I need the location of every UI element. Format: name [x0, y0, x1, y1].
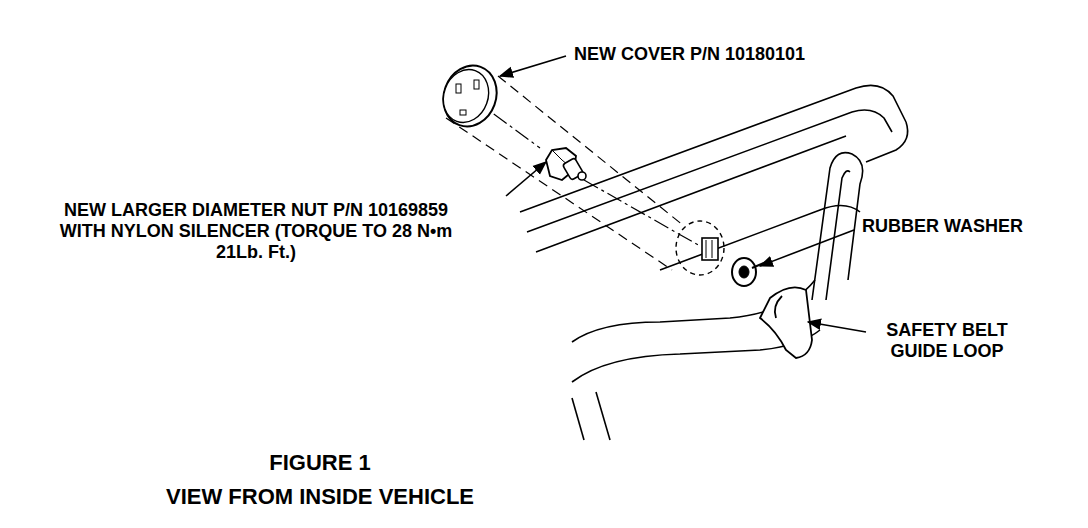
- stud: [702, 238, 718, 260]
- nut-bore: [578, 172, 586, 180]
- part-label: SAFETY BELT GUIDE LOOP: [872, 320, 1022, 362]
- cover: [435, 58, 505, 134]
- washer-inner: [739, 266, 749, 278]
- panel-edge: [536, 136, 846, 252]
- rubber-washer: [732, 258, 766, 286]
- tube-edge: [572, 398, 584, 440]
- leader-arrow: [506, 162, 546, 196]
- leader-lines: [500, 56, 866, 332]
- cover-tab: [474, 80, 479, 89]
- tube-edge: [596, 392, 610, 440]
- figure-title: FIGURE 1: [70, 450, 570, 476]
- stud-thread: [706, 240, 707, 258]
- mounting-hole: [676, 221, 724, 275]
- part-label: NEW LARGER DIAMETER NUT P/N 10169859 WIT…: [46, 200, 466, 264]
- stud-thread: [712, 240, 713, 258]
- dashed-line: [446, 118, 672, 270]
- leader-arrow: [500, 56, 566, 76]
- guide-loop-frame: [812, 153, 863, 300]
- cover-face: [436, 63, 496, 129]
- guide-loop-slot: [775, 296, 782, 318]
- center-line: [584, 180, 700, 246]
- nut: [546, 148, 586, 180]
- part-label: NEW COVER P/N 10180101: [574, 44, 894, 65]
- hole-outline: [676, 221, 724, 275]
- belt-loop-tube: [572, 153, 863, 440]
- panel-edge: [866, 122, 908, 162]
- cover-tab: [460, 110, 466, 115]
- washer-outer: [732, 258, 756, 286]
- trim-panel: [520, 85, 908, 270]
- leader-arrow: [760, 230, 854, 266]
- part-label: RUBBER WASHER: [862, 216, 1072, 237]
- leader-arrow: [808, 322, 866, 332]
- panel-edge: [520, 85, 906, 212]
- panel-edge: [660, 205, 860, 270]
- cover-tab: [456, 84, 461, 93]
- cover-rim: [435, 58, 505, 134]
- guide-loop-body: [760, 287, 812, 358]
- figure-caption: VIEW FROM INSIDE VEHICLE: [70, 484, 570, 510]
- dashed-line: [498, 76, 684, 226]
- guide-loop: [760, 287, 812, 358]
